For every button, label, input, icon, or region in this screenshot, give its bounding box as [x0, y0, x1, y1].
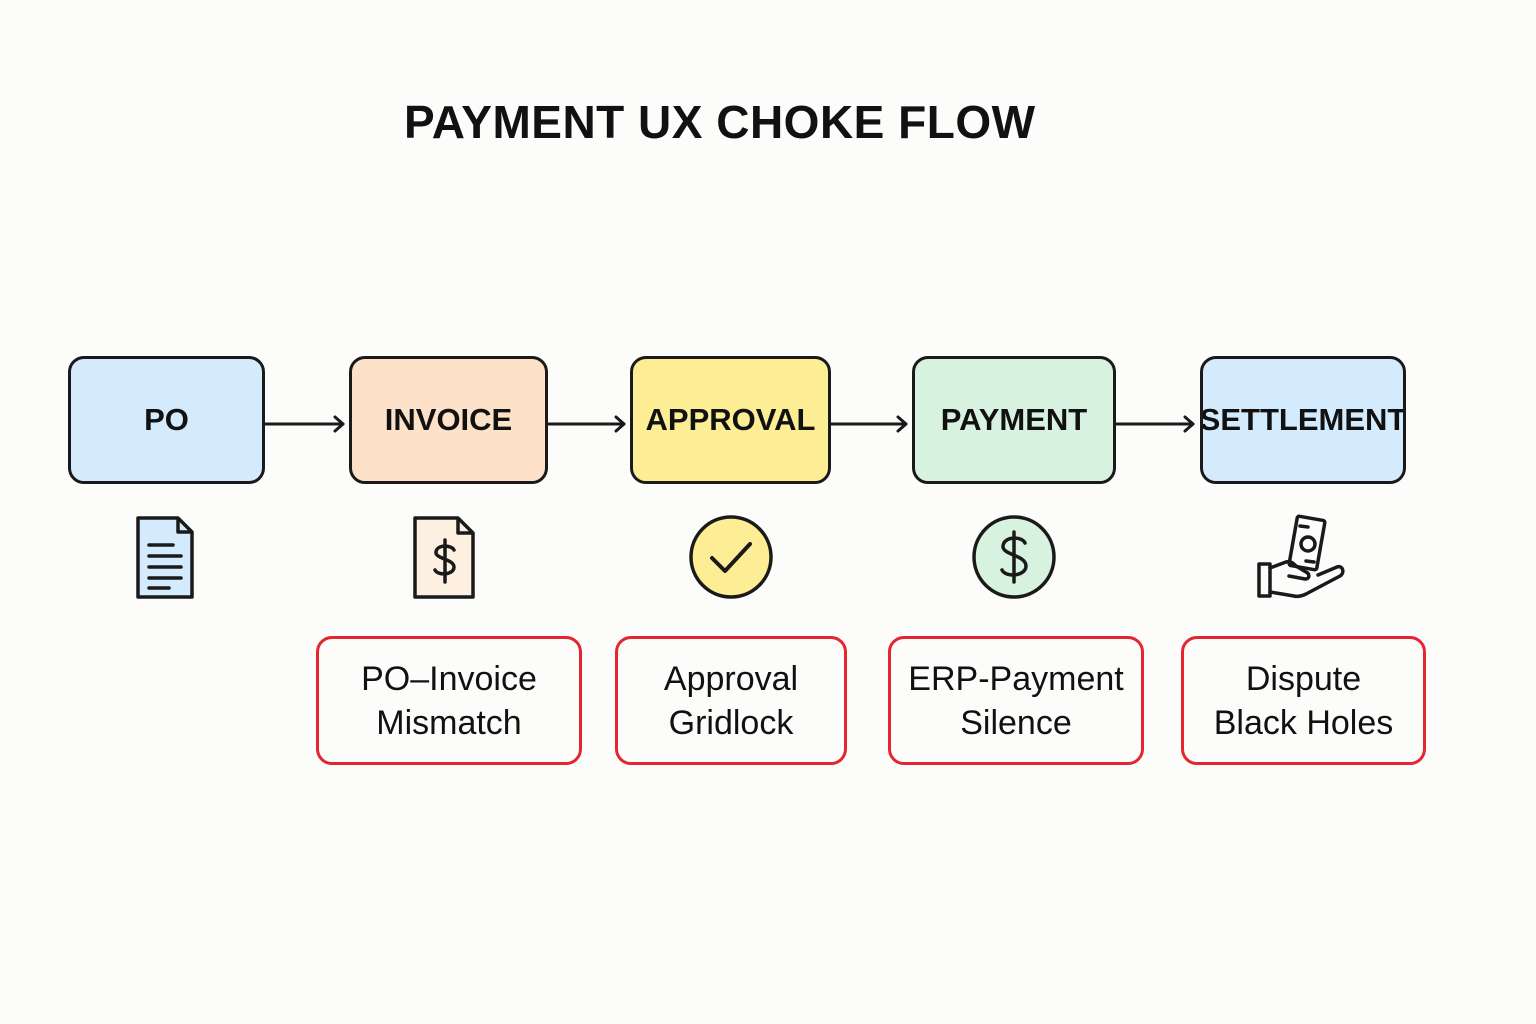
- hand-money-icon: [1256, 512, 1346, 602]
- pain-point-line: Mismatch: [376, 703, 522, 742]
- pain-point-line: ERP-Payment: [908, 659, 1124, 698]
- stage-invoice: INVOICE: [349, 356, 548, 484]
- pain-point-line: Dispute: [1245, 659, 1362, 698]
- arrow-approval-to-payment: [829, 415, 908, 433]
- arrow-invoice-to-approval: [546, 415, 626, 433]
- checkmark-circle-icon: [686, 512, 776, 602]
- stage-label: SETTLEMENT: [1200, 402, 1406, 437]
- stage-label: INVOICE: [384, 402, 513, 437]
- arrow-po-to-invoice: [263, 415, 345, 433]
- stage-approval: APPROVAL: [630, 356, 831, 484]
- pain-point-line: Silence: [960, 703, 1072, 742]
- stage-payment: PAYMENT: [912, 356, 1116, 484]
- pain-point-approval-gridlock: Approval Gridlock: [615, 636, 847, 765]
- pain-point-line: Gridlock: [668, 703, 794, 742]
- stage-label: APPROVAL: [645, 402, 816, 437]
- invoice-dollar-icon: [402, 512, 492, 602]
- pain-point-po-invoice-mismatch: PO–Invoice Mismatch: [316, 636, 582, 765]
- arrow-payment-to-settlement: [1114, 415, 1195, 433]
- pain-point-line: Approval: [663, 659, 799, 698]
- document-icon: [123, 512, 213, 602]
- stage-label: PO: [144, 402, 189, 437]
- pain-point-line: PO–Invoice: [361, 659, 537, 698]
- pain-point-dispute-black-holes: Dispute Black Holes: [1181, 636, 1426, 765]
- diagram-title: PAYMENT UX CHOKE FLOW: [404, 96, 1036, 148]
- pain-point-line: Black Holes: [1213, 703, 1394, 742]
- dollar-circle-icon: [969, 512, 1059, 602]
- stage-po: PO: [68, 356, 265, 484]
- pain-point-erp-payment-silence: ERP-Payment Silence: [888, 636, 1144, 765]
- stage-settlement: SETTLEMENT: [1200, 356, 1406, 484]
- stage-label: PAYMENT: [940, 402, 1088, 437]
